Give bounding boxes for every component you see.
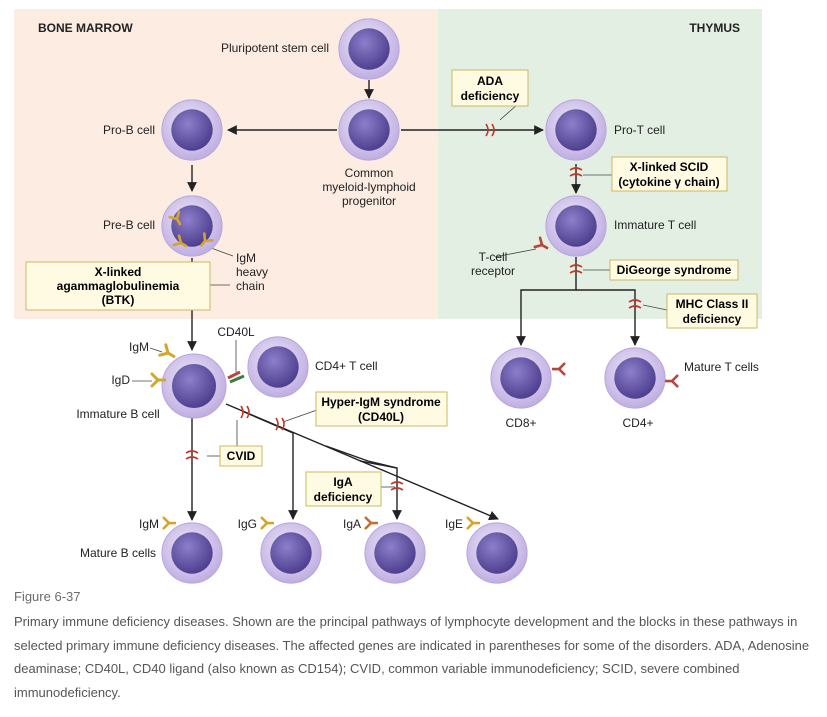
- cd4-receptor-icon: [665, 374, 679, 388]
- progenitor-label-3: progenitor: [342, 194, 396, 208]
- stem-cell-label: Pluripotent stem cell: [221, 41, 329, 55]
- cd8-mature-t-cell: [490, 347, 552, 409]
- pluripotent-stem-cell: [338, 18, 400, 80]
- figure-label: Figure 6-37: [14, 589, 81, 604]
- svg-text:deficiency: deficiency: [461, 89, 520, 103]
- mature-igm-receptor: [162, 516, 176, 530]
- ada-deficiency-box: ADA deficiency: [451, 69, 529, 107]
- svg-text:agammaglobulinemia: agammaglobulinemia: [57, 279, 180, 293]
- igm-top-label: IgM: [129, 340, 149, 354]
- bone-marrow-label: BONE MARROW: [38, 21, 133, 35]
- immune-deficiency-diagram: BONE MARROW THYMUS: [14, 9, 762, 584]
- figure-description: Primary immune deficiency diseases. Show…: [14, 614, 810, 700]
- svg-text:DiGeorge syndrome: DiGeorge syndrome: [617, 263, 732, 277]
- svg-text:(CD40L): (CD40L): [358, 410, 404, 424]
- xla-box: X-linked agammaglobulinemia (BTK): [25, 261, 211, 311]
- pre-b-label: Pre-B cell: [103, 218, 155, 232]
- igg-label: IgG: [238, 517, 257, 531]
- progenitor-label-1: Common: [345, 166, 394, 180]
- cd4-mature-t-cell: [604, 347, 666, 409]
- mature-iga-receptor: [364, 516, 378, 530]
- mature-b-cell-iga: [364, 522, 426, 584]
- common-progenitor-cell: [338, 99, 400, 161]
- mature-ige-receptor: [466, 516, 480, 530]
- svg-text:(cytokine γ chain): (cytokine γ chain): [618, 175, 719, 189]
- svg-text:MHC Class II: MHC Class II: [676, 297, 749, 311]
- tcr-label-1: T-cell: [479, 250, 508, 264]
- mature-b-cell-igm: [161, 522, 223, 584]
- immature-b-cell: [161, 353, 227, 419]
- progenitor-label-2: myeloid-lymphoid: [322, 180, 415, 194]
- immature-t-cell: [545, 195, 607, 257]
- cd4-label: CD4+: [622, 416, 653, 430]
- immature-b-label: Immature B cell: [76, 407, 159, 421]
- svg-text:deficiency: deficiency: [314, 490, 373, 504]
- immature-t-label: Immature T cell: [614, 218, 696, 232]
- figure-caption: Figure 6-37 Primary immune deficiency di…: [14, 589, 814, 704]
- igm-mature-label: IgM: [139, 517, 159, 531]
- cd4-t-helper-cell: [247, 336, 309, 398]
- igm-heavy-label-3: chain: [236, 279, 265, 293]
- svg-text:CVID: CVID: [227, 449, 256, 463]
- cd4-t-cell-label: CD4+ T cell: [315, 359, 378, 373]
- igm-receptor-immature-b: [158, 343, 179, 364]
- pro-t-cell: [545, 99, 607, 161]
- cd8-label: CD8+: [505, 416, 536, 430]
- svg-text:IgA: IgA: [333, 475, 353, 489]
- svg-text:deficiency: deficiency: [683, 312, 742, 326]
- mature-igg-receptor: [260, 516, 274, 530]
- igm-heavy-label-1: IgM: [236, 251, 256, 265]
- iga-label: IgA: [343, 517, 361, 531]
- svg-text:X-linked: X-linked: [95, 265, 142, 279]
- tcr-label-2: receptor: [471, 264, 515, 278]
- pro-b-cell: [161, 99, 223, 161]
- mature-b-cell-igg: [260, 522, 322, 584]
- svg-text:X-linked SCID: X-linked SCID: [630, 160, 709, 174]
- xscid-box: X-linked SCID (cytokine γ chain): [611, 156, 728, 192]
- thymus-label: THYMUS: [689, 21, 740, 35]
- pro-b-label: Pro-B cell: [103, 123, 155, 137]
- cd40l-label: CD40L: [217, 325, 255, 339]
- pre-b-cell: [161, 195, 223, 257]
- pro-t-label: Pro-T cell: [614, 123, 665, 137]
- digeorge-box: DiGeorge syndrome: [609, 259, 739, 281]
- svg-text:Hyper-IgM syndrome: Hyper-IgM syndrome: [321, 395, 441, 409]
- mature-t-label: Mature T cells: [684, 360, 759, 374]
- mhc2-deficiency-box: MHC Class II deficiency: [666, 293, 758, 329]
- igd-label: IgD: [111, 373, 130, 387]
- mature-b-label: Mature B cells: [80, 546, 156, 560]
- cd8-receptor-icon: [552, 362, 566, 376]
- svg-text:(BTK): (BTK): [102, 293, 135, 307]
- iga-deficiency-box: IgA deficiency: [305, 471, 382, 507]
- mature-b-cell-ige: [466, 522, 528, 584]
- cd40l-cd40-contact: [227, 370, 245, 384]
- ige-label: IgE: [445, 517, 463, 531]
- cvid-box: CVID: [219, 445, 263, 467]
- svg-text:ADA: ADA: [477, 74, 503, 88]
- hyper-igm-box: Hyper-IgM syndrome (CD40L): [315, 391, 448, 427]
- igm-heavy-label-2: heavy: [236, 265, 268, 279]
